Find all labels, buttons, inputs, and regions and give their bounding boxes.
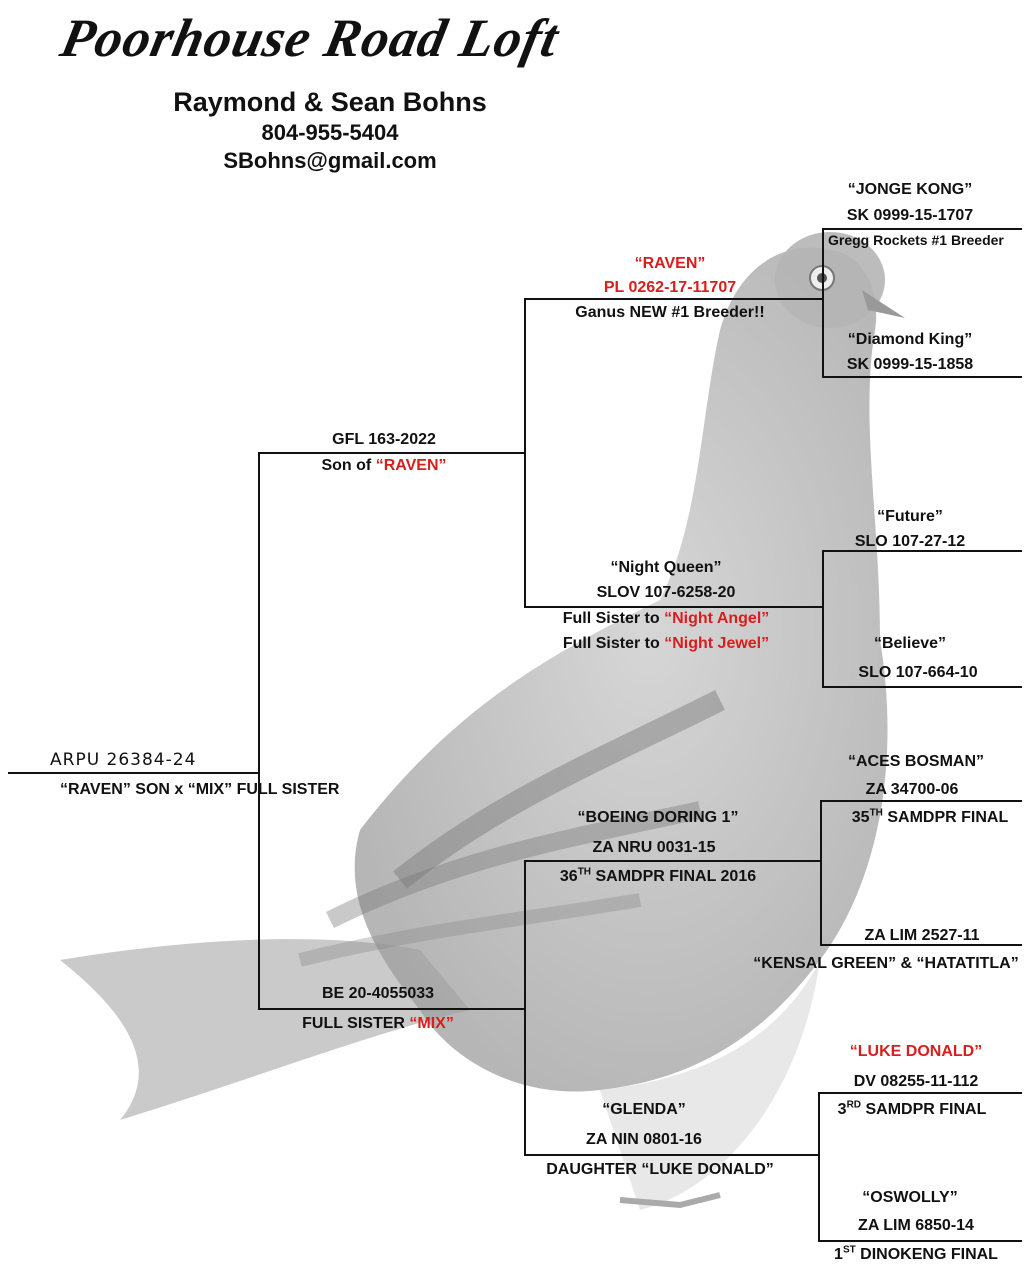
- za-lim-2527-ring: ZA LIM 2527-11: [864, 927, 980, 944]
- glenda-ring: ZA NIN 0801-16: [586, 1131, 702, 1148]
- subject-desc: “RAVEN” SON x “MIX” FULL SISTER: [60, 781, 340, 798]
- sire-desc-highlight: “RAVEN”: [375, 457, 447, 474]
- night-angel-highlight: “Night Angel”: [664, 610, 770, 627]
- subject-ring: ARPU 26384-24: [50, 750, 197, 770]
- za-lim-2527-desc: “KENSAL GREEN” & “HATATITLA”: [753, 955, 1019, 972]
- oswolly-desc-num: 1: [834, 1246, 843, 1263]
- jonge-kong-name: “JONGE KONG”: [847, 181, 973, 198]
- diamond-king-line: [822, 376, 1022, 378]
- boeing-desc-num: 36: [559, 868, 578, 885]
- glenda-name: “GLENDA”: [602, 1101, 686, 1118]
- glenda-line: [524, 1154, 820, 1156]
- jonge-kong-ring: SK 0999-15-1707: [846, 207, 974, 224]
- sire-line: [258, 452, 526, 454]
- dam-desc-highlight: “MIX”: [409, 1015, 454, 1032]
- subject-line: [8, 772, 260, 774]
- luke-donald-name: “LUKE DONALD”: [849, 1043, 983, 1060]
- diamond-king-name: “Diamond King”: [847, 331, 973, 348]
- aces-bosman-line: [820, 800, 1022, 802]
- glenda-desc: DAUGHTER “LUKE DONALD”: [546, 1161, 774, 1178]
- boeing-vertical: [820, 800, 822, 946]
- night-queen-line: [524, 606, 824, 608]
- luke-donald-ring: DV 08255-11-112: [853, 1073, 979, 1090]
- dam-line: [258, 1008, 526, 1010]
- owners-name: Raymond & Sean Bohns: [173, 87, 487, 117]
- luke-donald-desc: 3RD SAMDPR FINAL: [838, 1100, 987, 1120]
- boeing-line: [524, 860, 822, 862]
- aces-bosman-desc-sup: TH: [869, 807, 883, 819]
- aces-bosman-ring: ZA 34700-06: [865, 781, 959, 798]
- luke-donald-desc-sup: RD: [846, 1099, 862, 1111]
- gen1-vertical: [258, 452, 260, 1010]
- night-queen-desc-1: Full Sister to “Night Angel”: [563, 609, 770, 629]
- night-queen-desc-2-prefix: Full Sister to: [562, 635, 665, 652]
- diamond-king-ring: SK 0999-15-1858: [846, 356, 974, 373]
- boeing-name: “BOEING DORING 1”: [577, 809, 739, 826]
- future-name: “Future”: [877, 508, 943, 525]
- raven-vertical: [822, 228, 824, 378]
- luke-donald-line: [818, 1092, 1022, 1094]
- aces-bosman-desc: 35TH SAMDPR FINAL: [852, 808, 1008, 828]
- aces-bosman-name: “ACES BOSMAN”: [847, 753, 985, 770]
- oswolly-desc-rest: DINOKENG FINAL: [855, 1246, 998, 1263]
- night-queen-vertical: [822, 550, 824, 688]
- night-queen-desc-2: Full Sister to “Night Jewel”: [563, 634, 769, 654]
- future-ring: SLO 107-27-12: [854, 533, 966, 550]
- believe-line: [822, 686, 1022, 688]
- raven-line: [524, 298, 824, 300]
- email-address: SBohns@gmail.com: [223, 148, 437, 173]
- luke-donald-desc-num: 3: [837, 1101, 847, 1118]
- glenda-vertical: [818, 1092, 820, 1242]
- za-lim-2527-line: [820, 944, 1022, 946]
- oswolly-desc: 1ST DINOKENG FINAL: [834, 1245, 998, 1265]
- night-queen-name: “Night Queen”: [610, 559, 722, 576]
- oswolly-name: “OSWOLLY”: [862, 1189, 958, 1206]
- sire-desc-prefix: Son of: [321, 457, 376, 474]
- dam-vertical: [524, 860, 526, 1156]
- dam-desc-prefix: FULL SISTER: [302, 1015, 410, 1032]
- raven-ring: PL 0262-17-11707: [603, 279, 737, 296]
- boeing-ring: ZA NRU 0031-15: [592, 839, 716, 856]
- luke-donald-desc-rest: SAMDPR FINAL: [861, 1101, 987, 1118]
- dam-desc: FULL SISTER “MIX”: [302, 1014, 454, 1034]
- loft-name-title: Poorhouse Road Loft: [55, 8, 565, 68]
- raven-desc: Ganus NEW #1 Breeder!!: [575, 304, 765, 321]
- raven-name: “RAVEN”: [634, 255, 706, 272]
- night-queen-ring: SLOV 107-6258-20: [596, 584, 736, 601]
- phone-number: 804-955-5404: [261, 120, 399, 145]
- aces-bosman-desc-rest: SAMDPR FINAL: [882, 809, 1009, 826]
- oswolly-desc-sup: ST: [842, 1244, 856, 1256]
- sire-vertical: [524, 298, 526, 608]
- sire-ring: GFL 163-2022: [332, 431, 436, 448]
- boeing-desc: 36TH SAMDPR FINAL 2016: [560, 867, 756, 887]
- night-queen-desc-1-prefix: Full Sister to: [562, 610, 665, 627]
- night-jewel-highlight: “Night Jewel”: [664, 635, 770, 652]
- jonge-kong-desc: Gregg Rockets #1 Breeder: [828, 232, 1004, 248]
- dam-ring: BE 20-4055033: [321, 985, 435, 1002]
- sire-desc: Son of “RAVEN”: [321, 456, 446, 476]
- oswolly-line: [818, 1240, 1022, 1242]
- future-line: [822, 550, 1022, 552]
- boeing-desc-rest: SAMDPR FINAL 2016: [591, 868, 757, 885]
- believe-ring: SLO 107-664-10: [858, 664, 978, 681]
- aces-bosman-desc-num: 35: [851, 809, 870, 826]
- believe-name: “Believe”: [873, 635, 947, 652]
- jonge-kong-line: [822, 228, 1022, 230]
- boeing-desc-sup: TH: [577, 866, 592, 878]
- oswolly-ring: ZA LIM 6850-14: [858, 1217, 974, 1234]
